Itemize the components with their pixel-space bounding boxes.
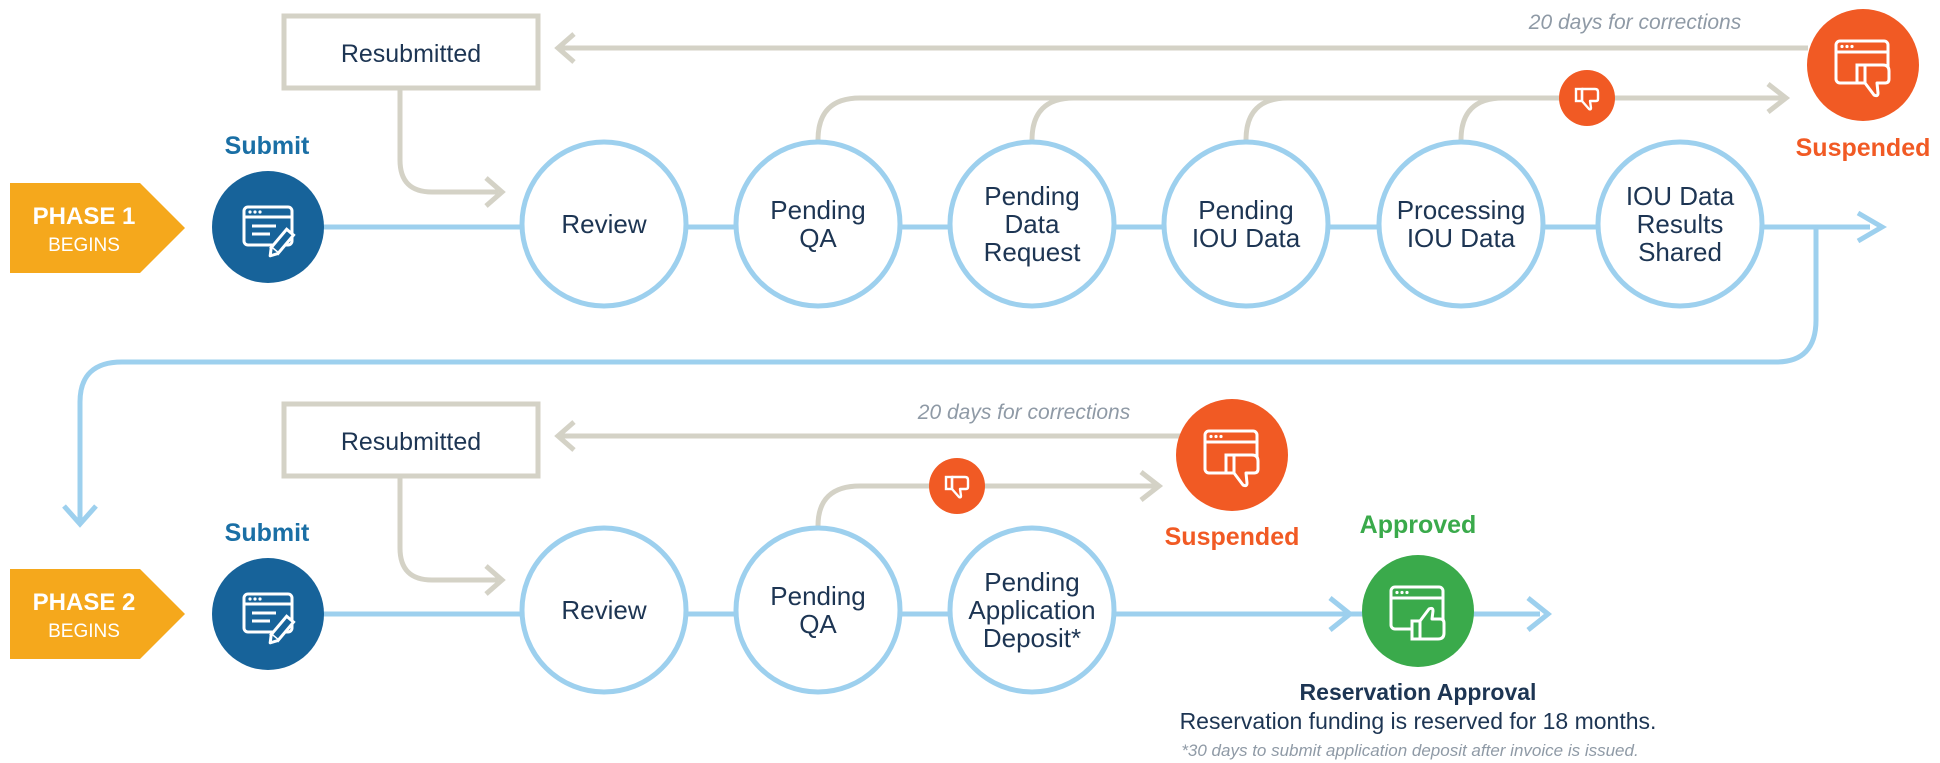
phase1-stage-label: QA [799, 223, 837, 253]
phase1-resubmitted-box [281, 13, 541, 91]
phase1-flow-end-arrow [1856, 210, 1887, 244]
phase1-stage-circle [947, 139, 1117, 309]
phase1-stage-label: Data [1005, 209, 1060, 239]
phase1-stage-label: Review [561, 209, 646, 239]
phase1-rejection-branch-2 [1029, 95, 1075, 141]
phase1-stage-label: Pending [984, 181, 1079, 211]
phase1-stage-1: Review [519, 139, 689, 309]
phase2-stage-label: Deposit* [983, 623, 1081, 653]
phase2-resubmitted-box [281, 401, 541, 479]
phase2-corrections-arrow [554, 420, 576, 452]
phase1-rejection-branch-3 [1243, 95, 1289, 141]
phase2-corrections-note: 20 days for corrections [917, 401, 1131, 424]
phase1-submit-label: Submit [225, 132, 310, 160]
phase1-stage-label: IOU Data [1192, 223, 1301, 253]
phase2-rejection-line [815, 483, 1155, 527]
phase2-reject-marker [929, 458, 985, 514]
phase2-suspended-icon [1176, 399, 1288, 511]
phase1-suspended-icon [1807, 9, 1919, 121]
phase2-resubmitted-label: Resubmitted [341, 428, 481, 456]
phase1-resubmit-connector [397, 88, 498, 195]
phase1-corrections-arrow [554, 32, 576, 64]
phase1-rejection-branch-4 [1458, 95, 1504, 141]
phase1-badge-main: PHASE 1 [33, 203, 136, 230]
phase2-resubmit-connector [397, 474, 498, 583]
phase2-badge: PHASE 2 BEGINS [10, 569, 185, 659]
phase2-resubmit-arrow [484, 564, 506, 596]
phase1-badge-sub: BEGINS [48, 235, 120, 256]
phase1-suspended-label: Suspended [1796, 134, 1931, 162]
phase2-submit-label: Submit [225, 519, 310, 547]
phase2-stage-circle [947, 525, 1117, 695]
phase1-stage-label: Processing [1397, 195, 1526, 225]
phase2-stage-1: Review [519, 525, 689, 695]
phase1-stage-label: Results [1637, 209, 1724, 239]
phase1-stage-circle [1161, 139, 1331, 309]
phase2-badge-main: PHASE 2 [33, 589, 136, 616]
phase2-stage-circle [733, 525, 903, 695]
phase2-rejection-arrow [1139, 470, 1164, 502]
phase1-badge: PHASE 1 BEGINS [10, 183, 185, 273]
phase1-stage-circle [519, 139, 689, 309]
phase2-badge-sub: BEGINS [48, 621, 120, 642]
phase1-reject-marker [1559, 70, 1615, 126]
phase2-stage-label: Pending [770, 581, 865, 611]
phase2-approval-arrow [1328, 596, 1355, 632]
reservation-approval-title: Reservation Approval [1300, 679, 1537, 705]
phase1-stage-label: IOU Data [1407, 223, 1516, 253]
phase2-submit-button[interactable] [212, 558, 324, 670]
phase1-rejection-arrow [1766, 82, 1791, 114]
phase2-approved-label: Approved [1360, 511, 1477, 539]
phase1-stage-label: Pending [1198, 195, 1293, 225]
phase-transition-arrow [62, 504, 98, 528]
phase2-stage-label: QA [799, 609, 837, 639]
application-deposit-footnote: *30 days to submit application deposit a… [1181, 741, 1638, 760]
phase-transition-connector [77, 227, 1819, 520]
phase2-flow-end-arrow [1526, 596, 1553, 632]
phase1-stage-label: IOU Data [1626, 181, 1735, 211]
phase1-stage-label: Shared [1638, 237, 1722, 267]
phase1-rejection-line [815, 95, 1782, 141]
phase1-stage-circle [1376, 139, 1546, 309]
phase2-stage-label: Review [561, 595, 646, 625]
reservation-approval-description: Reservation funding is reserved for 18 m… [1180, 708, 1657, 734]
phase1-resubmitted-label: Resubmitted [341, 40, 481, 68]
phase2-stage-label: Pending [984, 567, 1079, 597]
phase1-stage-label: Request [984, 237, 1082, 267]
phase2-approved-icon [1362, 555, 1474, 667]
phase1-submit-button[interactable] [212, 171, 324, 283]
phase1-corrections-note: 20 days for corrections [1528, 11, 1742, 34]
phase1-stage-circle [733, 139, 903, 309]
phase1-stage-label: Pending [770, 195, 865, 225]
phase2-stage-circle [519, 525, 689, 695]
phase1-stage-circle [1595, 139, 1765, 309]
phase2-stage-label: Application [968, 595, 1095, 625]
phase2-suspended-label: Suspended [1165, 523, 1300, 551]
phase1-resubmit-arrow [484, 176, 506, 208]
